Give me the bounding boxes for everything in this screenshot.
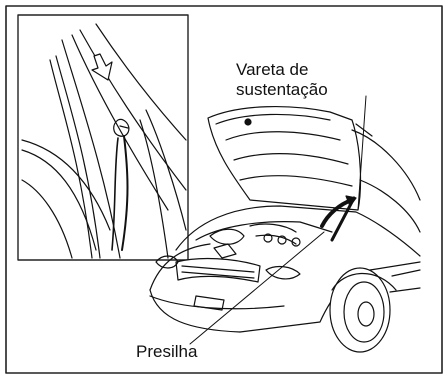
support-rod-label-line2: sustentação [236, 80, 328, 99]
detail-inset [17, 14, 189, 261]
support-rod-leader-line [357, 95, 367, 211]
clip-leader-line [189, 231, 325, 345]
down-arrow-icon [91, 53, 113, 81]
clip-label: Presilha [136, 342, 198, 361]
outer-frame [5, 5, 443, 374]
support-rod-label-line1: Vareta de [236, 60, 309, 79]
front-wheel [329, 267, 397, 353]
car-drawing [149, 106, 421, 353]
